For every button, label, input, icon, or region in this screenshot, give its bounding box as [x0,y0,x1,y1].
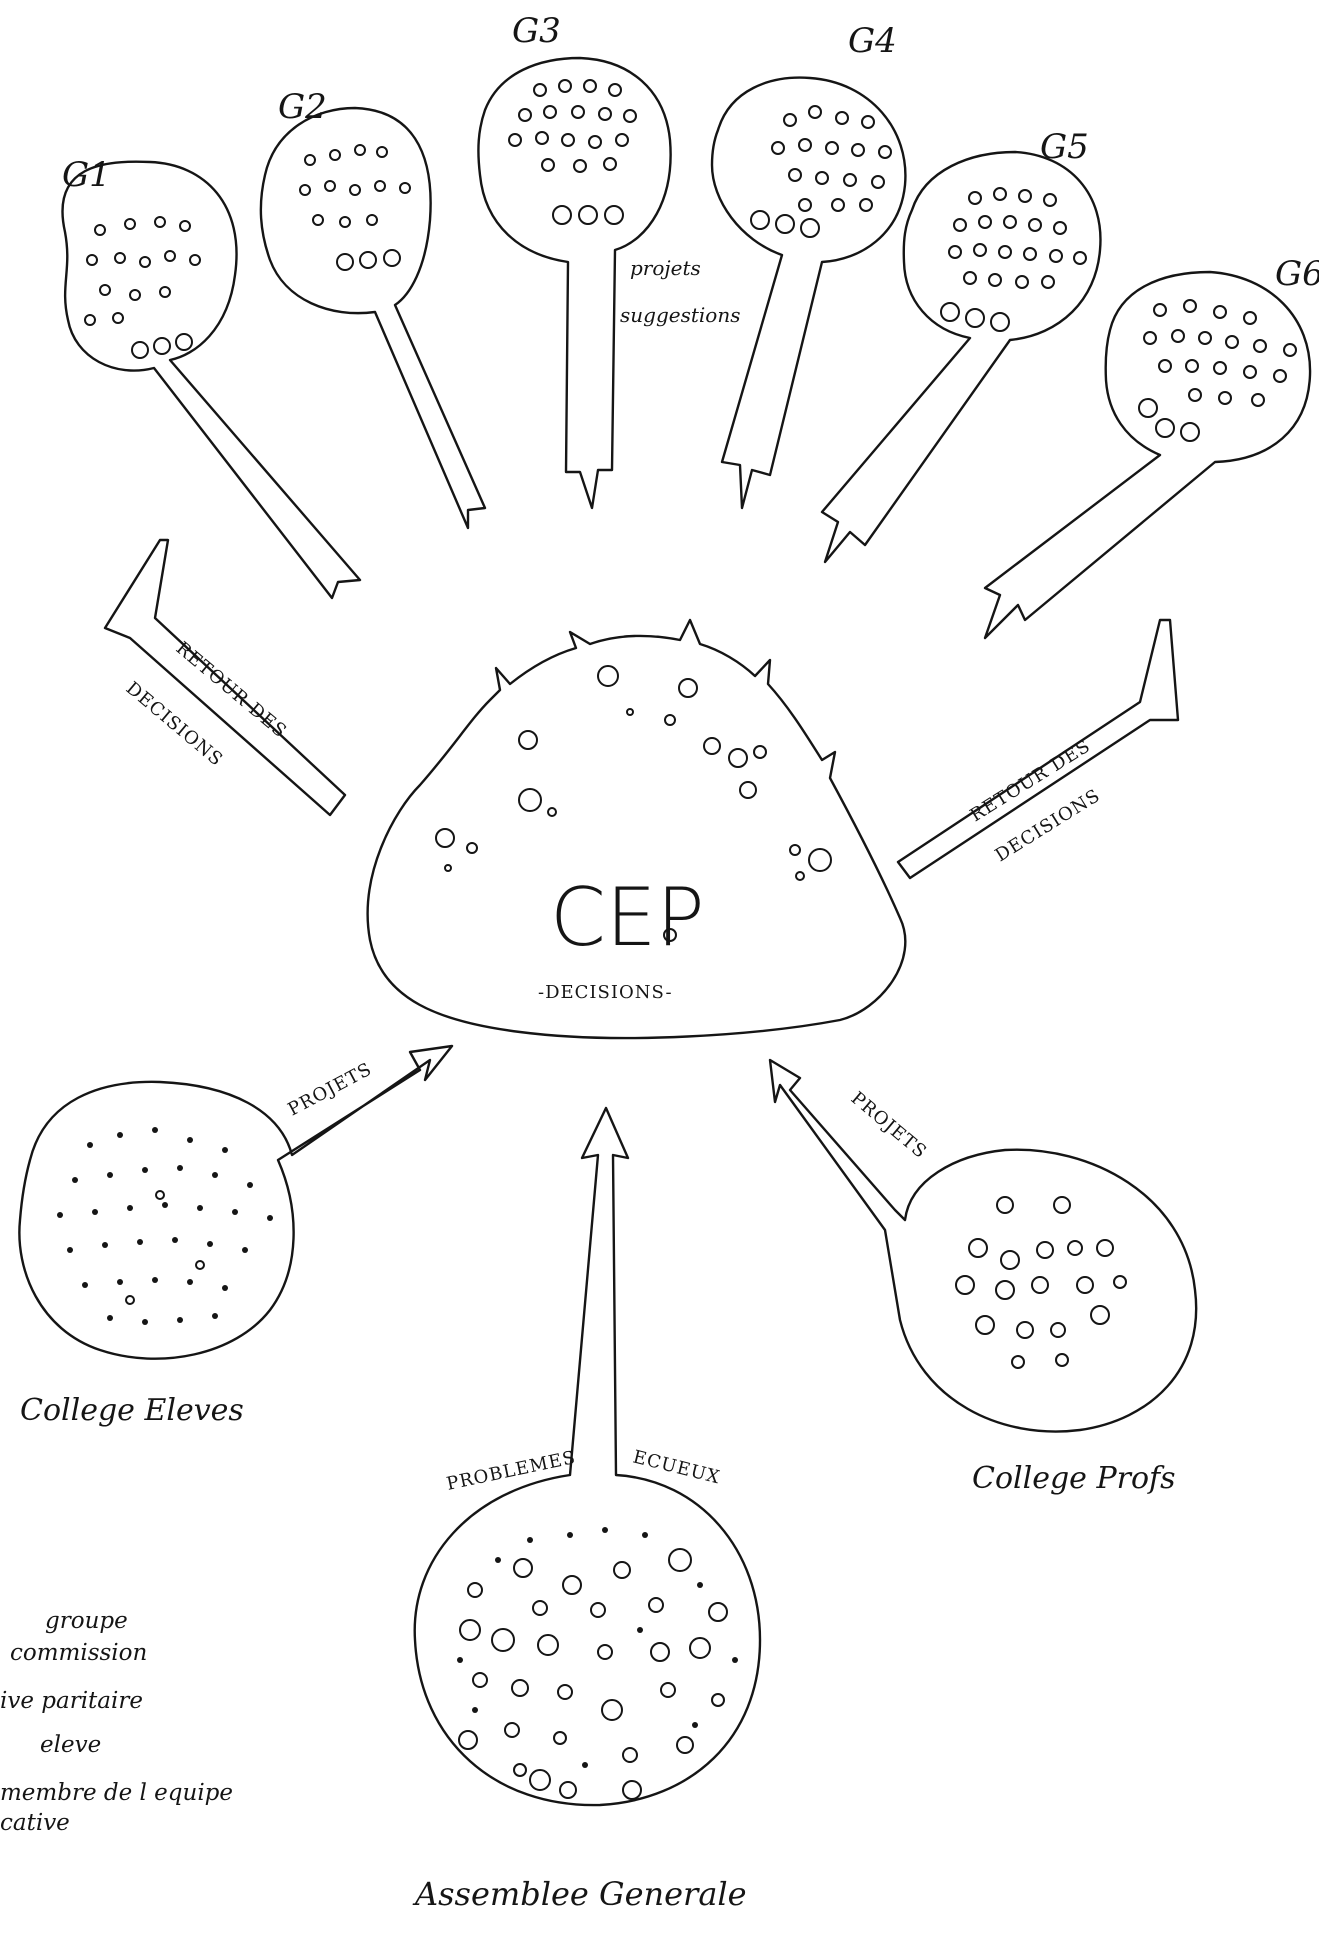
group-g4-staff [751,211,819,237]
projets-right-label: PROJETS [847,1088,931,1163]
assemblee-balloon [415,1108,760,1805]
group-g2-members [300,145,410,227]
college-profs-members [956,1197,1126,1368]
group-g6-staff [1139,399,1199,441]
group-g2-balloon [261,108,485,528]
legend-item-commission: commission [10,1640,147,1666]
group-g2-staff [337,250,400,270]
cep-title: CEP [550,871,705,964]
cep-subtitle: -DECISIONS- [538,982,673,1003]
group-g3-label: G3 [512,11,561,51]
legend-item-educative: cative [0,1810,70,1836]
group-g1: G1 [62,155,360,598]
college-eleves-label: College Eleves [20,1393,244,1428]
legend-item-eleve: eleve [40,1732,101,1758]
group-g2: G2 [261,87,485,528]
group-g2-label: G2 [278,87,327,127]
group-g3-staff [553,206,623,224]
group-g4-balloon [712,78,905,508]
retour-left-line2: DECISIONS [122,678,227,771]
group-g3-members [509,80,636,172]
group-g5: G5 [822,127,1100,562]
problemes-label: PROBLEMES [445,1447,578,1495]
ecueux-label: ECUEUX [631,1446,723,1488]
college-profs-label: College Profs [972,1461,1176,1496]
group-g1-balloon [62,162,360,598]
group-g4: G4 [712,21,905,508]
group-g1-members [85,217,200,325]
group-g6-members [1144,300,1296,406]
group-g5-staff [941,303,1009,331]
college-profs: PROJETS College Profs [770,1060,1196,1496]
note-suggestions: suggestions [620,303,740,327]
group-g4-label: G4 [848,21,897,61]
legend-item-membre: membre de l equipe [0,1780,233,1806]
legend-item-groupe: groupe [45,1608,128,1634]
college-eleves-members [57,1127,273,1325]
group-g4-members [772,106,891,211]
group-g5-members [949,188,1086,288]
projets-left-label: PROJETS [284,1059,375,1121]
group-g3-balloon [478,58,670,508]
college-eleves: PROJETS College Eleves [19,1046,452,1428]
retour-left-arrow: RETOUR DES DECISIONS [105,540,345,815]
legend: groupe commission ive paritaire eleve me… [0,1608,233,1836]
legend-item-paritaire: ive paritaire [0,1688,143,1714]
college-profs-balloon [770,1060,1196,1432]
assemblee-label: Assemblee Generale [412,1875,747,1913]
cep-body: CEP -DECISIONS- [368,620,906,1038]
group-g6: G6 [985,254,1319,638]
assemblee-members [457,1527,738,1799]
group-g5-label: G5 [1040,127,1089,167]
cep-members [436,666,831,880]
group-g5-balloon [822,152,1100,562]
group-g1-staff [132,334,192,358]
group-g6-balloon [985,272,1310,638]
college-eleves-balloon [19,1046,452,1359]
group-g1-label: G1 [62,155,111,195]
assemblee-generale: PROBLEMES ECUEUX Assemblee Generale [412,1108,760,1913]
group-g6-label: G6 [1275,254,1319,294]
note-projets: projets [630,256,701,280]
retour-right-arrow: RETOUR DES DECISIONS [898,620,1178,878]
